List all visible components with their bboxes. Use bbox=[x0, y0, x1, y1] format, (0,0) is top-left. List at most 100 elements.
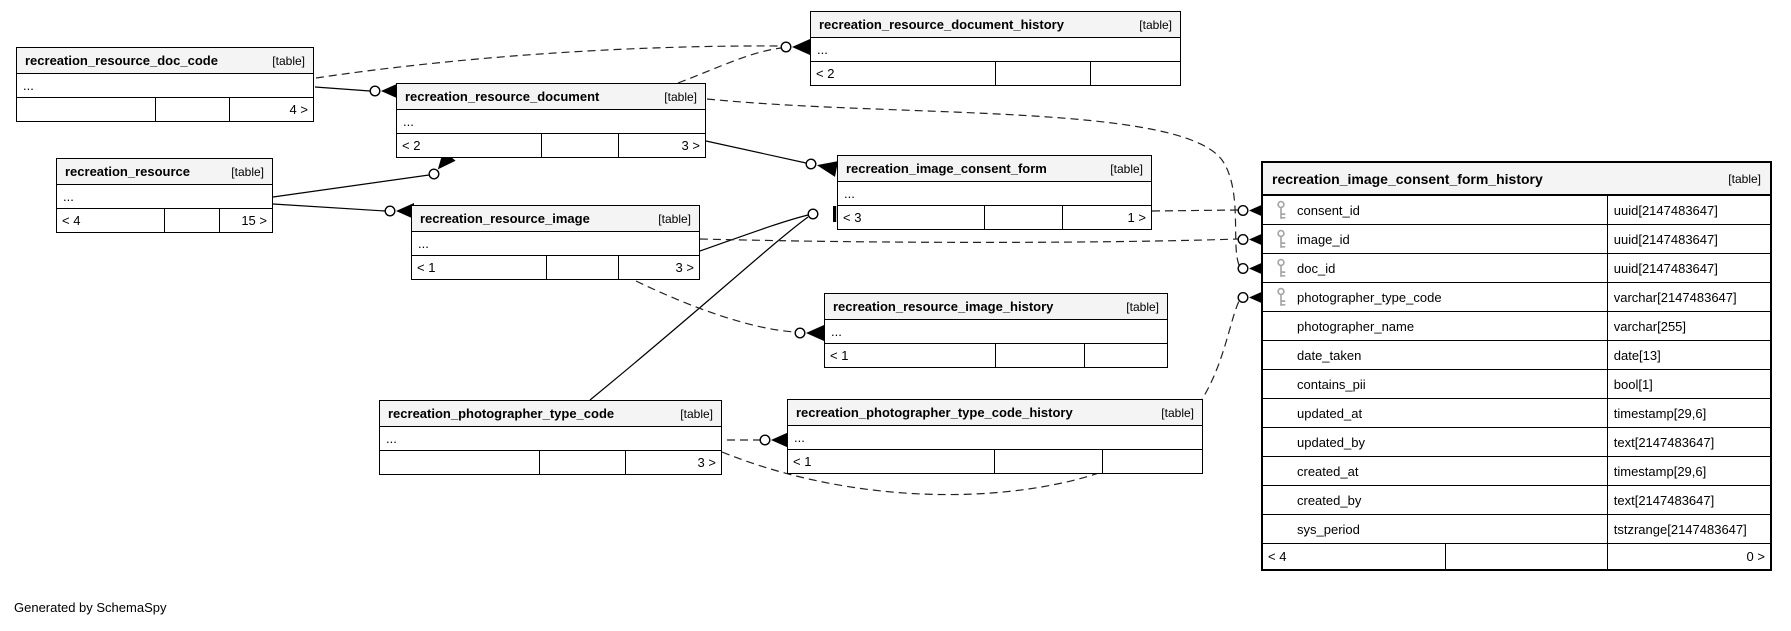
table-recreation_photographer_type_code_history[interactable]: recreation_photographer_type_code_histor… bbox=[787, 399, 1203, 474]
column-row: updated_at timestamp[29,6] bbox=[1263, 399, 1770, 428]
table-tag: [table] bbox=[658, 211, 691, 226]
primary-key-icon bbox=[1273, 199, 1289, 221]
table-name: recreation_resource_image bbox=[420, 211, 590, 226]
table-name: recreation_resource_image_history bbox=[833, 299, 1054, 314]
connector-consentform-bottom bbox=[807, 206, 837, 222]
edge-consentform-history-consentid bbox=[1151, 209, 1239, 212]
table-recreation_resource_document[interactable]: recreation_resource_document[table] ... … bbox=[396, 83, 706, 158]
connector-imagehistory-left bbox=[794, 325, 824, 341]
column-name: updated_at bbox=[1297, 405, 1363, 421]
column-name: contains_pii bbox=[1297, 376, 1366, 392]
column-name: photographer_name bbox=[1297, 318, 1415, 334]
edge-document-consentform bbox=[705, 140, 807, 164]
children-count: 0 > bbox=[1746, 549, 1765, 564]
parents-count: < 4 bbox=[57, 209, 165, 232]
connector-glyphs bbox=[369, 39, 1267, 448]
column-row: image_id uuid[2147483647] bbox=[1263, 225, 1770, 254]
connector-phototypehistory-left bbox=[759, 432, 789, 448]
children-count bbox=[1103, 450, 1202, 473]
footer-spacer bbox=[1446, 544, 1608, 569]
column-type: uuid[2147483647] bbox=[1613, 231, 1718, 247]
hidden-columns-ellipsis: ... bbox=[397, 110, 705, 134]
table-name: recreation_image_consent_form_history bbox=[1272, 170, 1543, 187]
table-tag: [table] bbox=[664, 89, 697, 104]
column-type: date[13] bbox=[1613, 347, 1661, 363]
connector-document-left bbox=[369, 83, 399, 99]
connector-image-left bbox=[384, 203, 414, 219]
column-type: timestamp[29,6] bbox=[1613, 463, 1707, 479]
table-recreation_resource_image_history[interactable]: recreation_resource_image_history [table]… bbox=[824, 293, 1168, 368]
table-tag: [table] bbox=[231, 164, 264, 179]
edge-doccode-documenthistory bbox=[315, 45, 782, 79]
column-row: consent_id uuid[2147483647] bbox=[1263, 196, 1770, 225]
table-name: recreation_resource bbox=[65, 164, 191, 179]
column-row: photographer_name varchar[255] bbox=[1263, 312, 1770, 341]
table-name: recreation_photographer_type_code_histor… bbox=[796, 405, 1073, 420]
parents-count bbox=[17, 98, 157, 121]
edge-resource-document bbox=[272, 174, 430, 198]
table-tag: [table] bbox=[272, 53, 305, 68]
children-count bbox=[1091, 62, 1180, 85]
hidden-columns-ellipsis: ... bbox=[825, 320, 1167, 344]
hidden-columns-ellipsis: ... bbox=[838, 182, 1151, 206]
footer-spacer bbox=[165, 209, 221, 232]
primary-key-icon bbox=[1273, 286, 1289, 308]
column-name: updated_by bbox=[1297, 434, 1365, 450]
children-count: 3 > bbox=[681, 138, 700, 153]
column-name: consent_id bbox=[1297, 202, 1360, 218]
children-count: 3 > bbox=[675, 260, 694, 275]
column-type: varchar[2147483647] bbox=[1613, 289, 1737, 305]
column-type: uuid[2147483647] bbox=[1613, 202, 1718, 218]
table-tag: [table] bbox=[1161, 405, 1194, 420]
children-count: 3 > bbox=[697, 455, 716, 470]
column-row: sys_period tstzrange[2147483647] bbox=[1263, 515, 1770, 544]
connector-documenthistory-left bbox=[780, 39, 810, 55]
column-row: created_by text[2147483647] bbox=[1263, 486, 1770, 515]
column-name: doc_id bbox=[1297, 260, 1336, 276]
edge-image-history-imageid bbox=[699, 238, 1239, 243]
parents-count: < 2 bbox=[397, 134, 542, 157]
table-tag: [table] bbox=[680, 406, 713, 421]
edge-resource-image bbox=[272, 203, 386, 212]
primary-key-icon bbox=[1273, 257, 1289, 279]
generated-by-label: Generated by SchemaSpy bbox=[14, 600, 167, 615]
parents-count: < 1 bbox=[412, 256, 547, 279]
column-row: date_taken date[13] bbox=[1263, 341, 1770, 370]
footer-spacer bbox=[996, 344, 1085, 367]
table-recreation_resource_image[interactable]: recreation_resource_image[table] ... < 1… bbox=[411, 205, 700, 280]
children-count: 4 > bbox=[289, 102, 308, 117]
table-recreation_image_consent_form_history[interactable]: recreation_image_consent_form_history[ta… bbox=[1261, 161, 1772, 571]
table-recreation_photographer_type_code[interactable]: recreation_photographer_type_code[table]… bbox=[379, 400, 722, 475]
table-name: recreation_resource_document bbox=[405, 89, 600, 104]
table-recreation_resource_document_history[interactable]: recreation_resource_document_history[tab… bbox=[810, 11, 1181, 86]
parents-count: < 1 bbox=[825, 344, 996, 367]
primary-key-icon bbox=[1273, 228, 1289, 250]
hidden-columns-ellipsis: ... bbox=[380, 427, 721, 451]
footer-spacer bbox=[156, 98, 231, 121]
table-recreation_resource_doc_code[interactable]: recreation_resource_doc_code[table] ... … bbox=[16, 47, 314, 122]
footer-spacer bbox=[540, 451, 626, 474]
edge-image-consentform bbox=[699, 214, 809, 252]
column-type: uuid[2147483647] bbox=[1613, 260, 1718, 276]
children-count bbox=[1085, 344, 1167, 367]
column-type: timestamp[29,6] bbox=[1613, 405, 1707, 421]
column-row: doc_id uuid[2147483647] bbox=[1263, 254, 1770, 283]
column-name: image_id bbox=[1297, 231, 1350, 247]
footer-spacer bbox=[996, 62, 1092, 85]
table-recreation_image_consent_form[interactable]: recreation_image_consent_form[table] ...… bbox=[837, 155, 1152, 230]
parents-count: < 1 bbox=[788, 450, 995, 473]
footer-spacer bbox=[985, 206, 1064, 229]
table-tag: [table] bbox=[1139, 17, 1172, 32]
parents-count bbox=[380, 451, 541, 474]
parents-count: < 2 bbox=[811, 62, 996, 85]
column-name: sys_period bbox=[1297, 521, 1360, 537]
edge-document-documenthistory bbox=[677, 47, 782, 84]
table-name: recreation_resource_doc_code bbox=[25, 53, 218, 68]
column-name: photographer_type_code bbox=[1297, 289, 1442, 305]
table-tag: [table] bbox=[1126, 299, 1159, 314]
column-type: text[2147483647] bbox=[1613, 434, 1715, 450]
column-name: created_by bbox=[1297, 492, 1362, 508]
hidden-columns-ellipsis: ... bbox=[788, 426, 1202, 450]
